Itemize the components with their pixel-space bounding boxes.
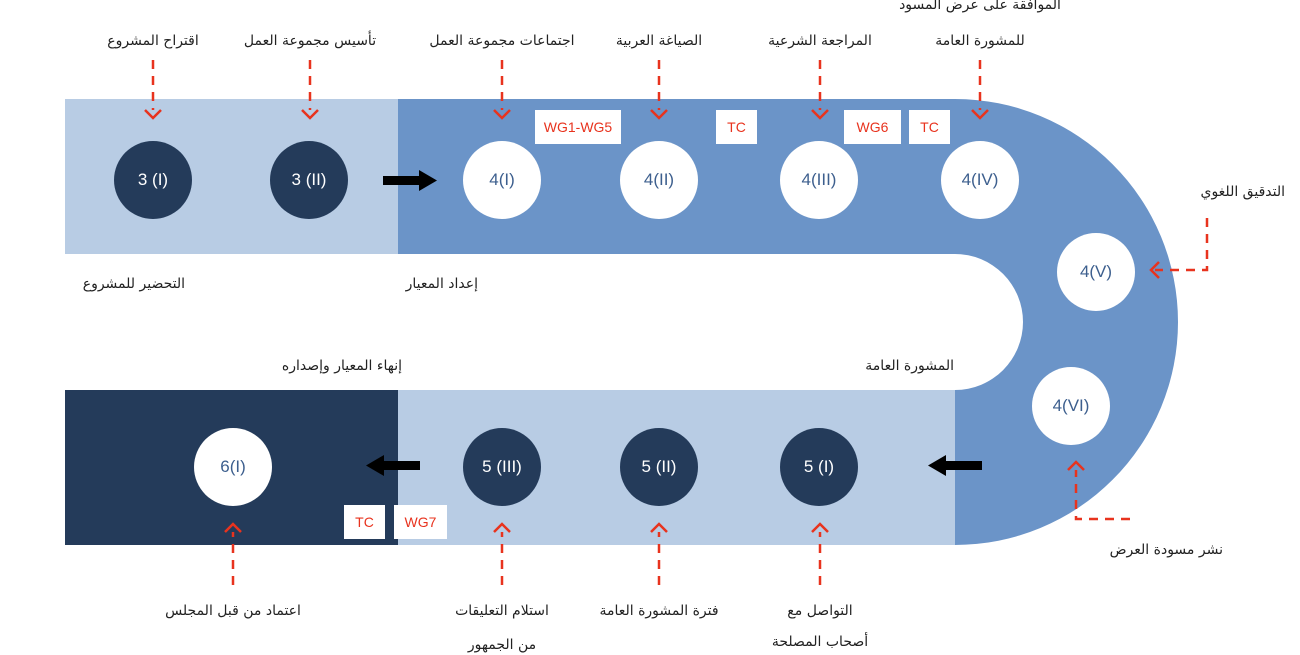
- dashed-arrow-comments: [493, 522, 511, 585]
- tag-tc-a: TC: [716, 110, 757, 144]
- dashed-arrow-proposal: [144, 60, 162, 120]
- label-stakeholders-line2: أصحاب المصلحة: [771, 634, 869, 650]
- phase-title-development: إعداد المعيار: [405, 276, 478, 292]
- stage-4-6: 4(VI): [1032, 367, 1110, 445]
- tag-wg6: WG6: [844, 110, 901, 144]
- label-linguistic-check: التدقيق اللغوي: [1200, 184, 1285, 200]
- label-stakeholders-line1: التواصل مع: [787, 603, 853, 619]
- stage-4-2: 4(II): [620, 141, 698, 219]
- dashed-arrow-stakeholders: [811, 522, 829, 585]
- label-wg-meetings: اجتماعات مجموعة العمل: [429, 33, 575, 49]
- stage-5-3: 5 (III): [463, 428, 541, 506]
- flow-arrow-right: [383, 170, 437, 191]
- dashed-arrow-exposure-draft: [1067, 460, 1130, 521]
- label-sharia-review: المراجعة الشرعية: [768, 33, 872, 49]
- stage-3-1: 3 (I): [114, 141, 192, 219]
- dashed-arrow-wg-formation: [301, 60, 319, 120]
- stage-6-1: 6(I): [194, 428, 272, 506]
- stage-4-4: 4(IV): [941, 141, 1019, 219]
- phase-title-finalization: إنهاء المعيار وإصداره: [281, 358, 402, 374]
- phase-title-preparation: التحضير للمشروع: [82, 276, 185, 292]
- flow-arrow-left-consultation: [928, 455, 982, 476]
- stage-4-1: 4(I): [463, 141, 541, 219]
- dashed-arrow-wg-meetings: [493, 60, 511, 120]
- stage-4-3: 4(III): [780, 141, 858, 219]
- dashed-arrow-board-approval: [224, 522, 242, 585]
- tag-wg7: WG7: [394, 505, 447, 539]
- tag-tc-b: TC: [909, 110, 950, 144]
- dashed-arrow-linguistic-check: [1149, 218, 1209, 279]
- stage-5-1: 5 (I): [780, 428, 858, 506]
- flow-arrow-left-finalization: [366, 455, 420, 476]
- dashed-arrow-consultation-period: [650, 522, 668, 585]
- tag-tc-c: TC: [344, 505, 385, 539]
- label-comments-line1: استلام التعليقات: [455, 603, 549, 619]
- label-approval-line2: للمشورة العامة: [935, 33, 1025, 49]
- stage-3-2: 3 (II): [270, 141, 348, 219]
- label-comments-line2: من الجمهور: [467, 637, 537, 653]
- dashed-arrow-arabic-drafting: [650, 60, 668, 120]
- dashed-arrow-approval: [971, 60, 989, 120]
- phase-title-consultation: المشورة العامة: [865, 358, 954, 374]
- label-exposure-draft: نشر مسودة العرض: [1109, 542, 1223, 558]
- label-consultation-period: فترة المشورة العامة: [599, 603, 719, 619]
- label-board-approval: اعتماد من قبل المجلس: [165, 603, 301, 619]
- dashed-arrow-sharia-review: [811, 60, 829, 120]
- stage-4-5: 4(V): [1057, 233, 1135, 311]
- label-arabic-drafting: الصياغة العربية: [615, 33, 703, 49]
- stage-5-2: 5 (II): [620, 428, 698, 506]
- label-proposal: اقتراح المشروع: [107, 33, 199, 49]
- label-wg-formation: تأسيس مجموعة العمل: [243, 33, 377, 49]
- tag-wg1-wg5: WG1-WG5: [535, 110, 621, 144]
- label-approval-line1: الموافقة على عرض المسود: [899, 0, 1061, 13]
